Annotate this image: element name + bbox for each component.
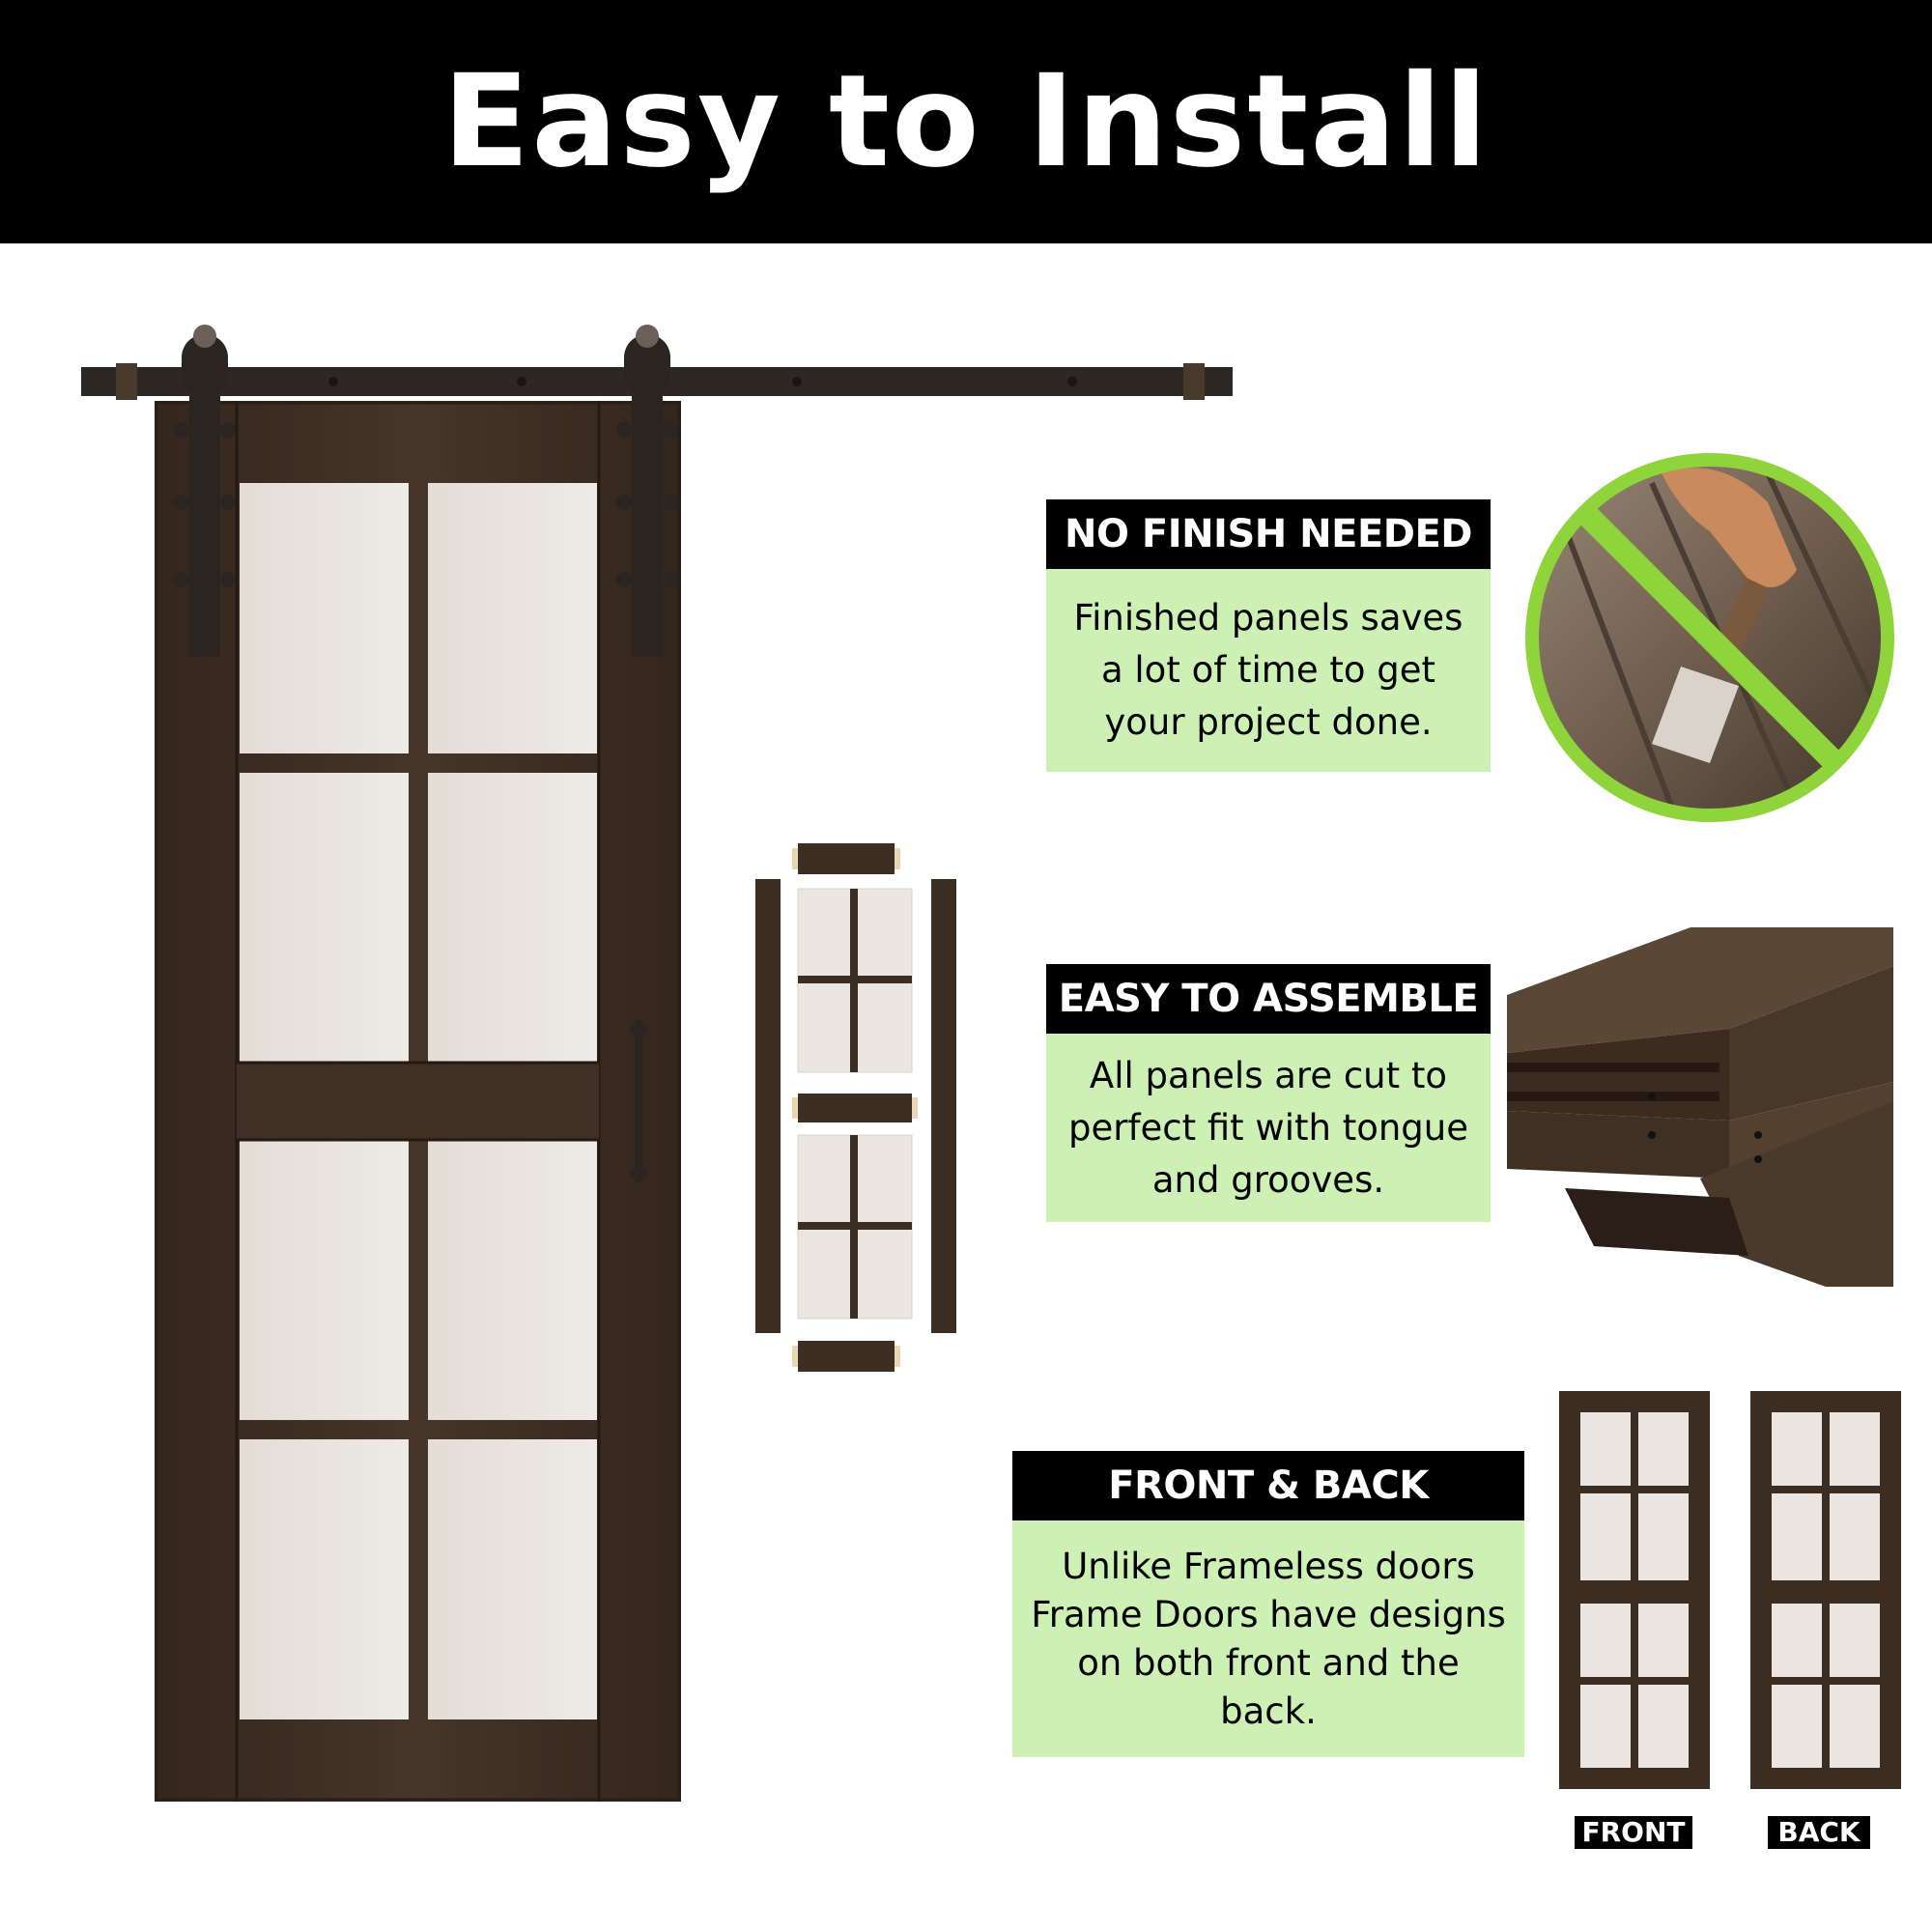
exploded-door-parts	[755, 843, 956, 1372]
no-finish-title: NO FINISH NEEDED	[1046, 499, 1491, 569]
easy-assemble-title: EASY TO ASSEMBLE	[1046, 964, 1491, 1034]
page-title: Easy to Install	[442, 47, 1490, 196]
back-door-thumbnail	[1750, 1391, 1901, 1789]
front-label: FRONT	[1575, 1816, 1692, 1849]
front-back-title: FRONT & BACK	[1012, 1451, 1524, 1520]
header-banner: Easy to Install	[0, 0, 1932, 243]
front-door-thumbnail	[1559, 1391, 1710, 1789]
barn-door-illustration	[81, 325, 1233, 1802]
no-finish-description: Finished panels saves a lot of time to g…	[1046, 569, 1491, 772]
front-back-description: Unlike Frameless doors Frame Doors have …	[1012, 1520, 1524, 1757]
stacked-wood-planks	[1507, 927, 1893, 1287]
back-label: BACK	[1768, 1816, 1870, 1849]
no-paint-brush-icon	[1525, 453, 1894, 822]
easy-assemble-description: All panels are cut to perfect fit with t…	[1046, 1034, 1491, 1222]
